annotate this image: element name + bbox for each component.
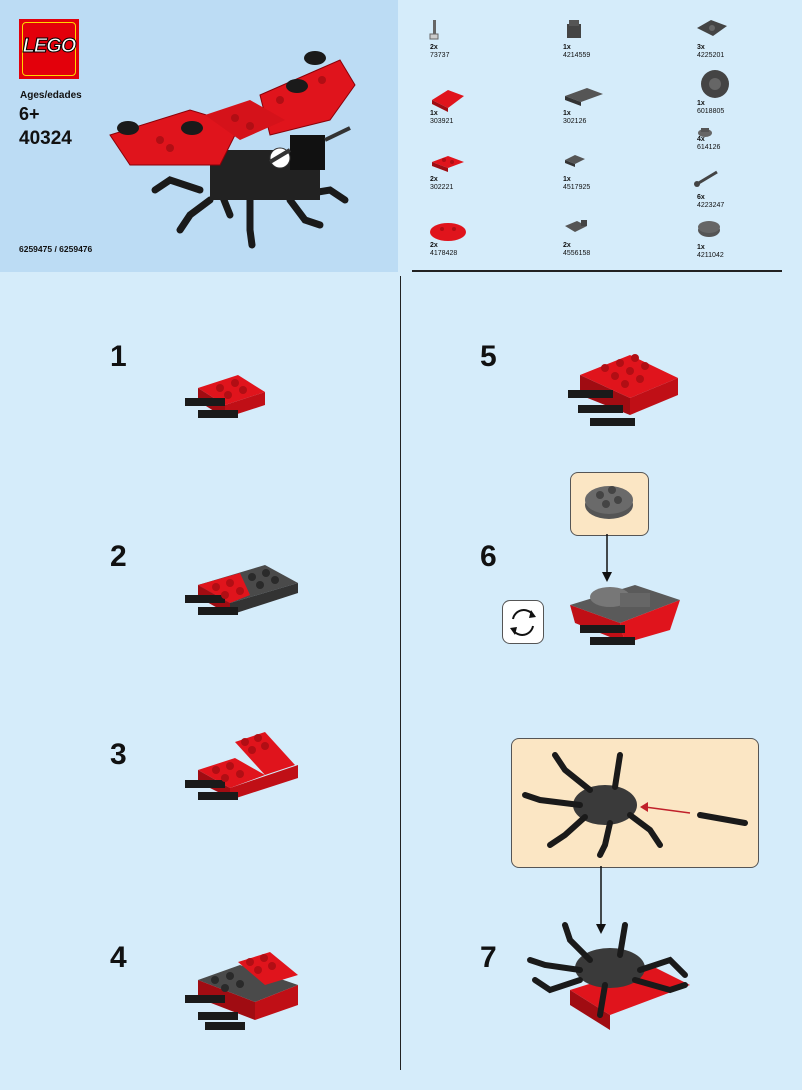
part-quantity: 1x [563, 110, 571, 117]
step-number-7: 7 [480, 941, 497, 974]
step-1-build-image [185, 375, 265, 418]
page-divider [400, 276, 401, 1070]
part-id: 4225201 [697, 52, 725, 59]
part-icon [432, 90, 464, 112]
part-icon [565, 155, 585, 167]
part-quantity: 2x [430, 44, 438, 51]
step-number-3: 3 [110, 738, 127, 771]
set-number: 40324 [19, 128, 72, 149]
step-7-build-image [527, 922, 690, 1030]
lego-logo: LEGO [19, 19, 79, 79]
part-id: 4211042 [697, 252, 724, 259]
ladybug-model-image [109, 51, 356, 249]
part-icon [432, 156, 464, 172]
part-quantity: 1x [697, 100, 705, 107]
ages-label: Ages/edades [20, 90, 82, 101]
rotate-model-icon [502, 600, 544, 644]
part-icon [698, 128, 712, 137]
step-4-build-image [185, 952, 298, 1030]
part-quantity: 1x [563, 44, 571, 51]
step-number-2: 2 [110, 540, 127, 573]
logo-text: LEGO [22, 35, 77, 58]
step-6-build-image [570, 585, 680, 645]
part-quantity: 2x [563, 242, 571, 249]
age-value: 6+ [19, 104, 40, 124]
parts-list-rule [412, 270, 782, 272]
step-5-build-image [568, 354, 678, 426]
part-id: 302126 [563, 118, 587, 125]
part-id: 4556158 [563, 250, 591, 257]
part-icon [429, 20, 439, 40]
part-icon [697, 20, 727, 36]
part-icon [565, 88, 603, 106]
part-icon [694, 170, 718, 187]
step-number-6: 6 [480, 540, 497, 573]
part-quantity: 2x [430, 176, 438, 183]
part-id: 303921 [430, 118, 454, 125]
step-6-callout-part-image [585, 486, 633, 519]
step-7-callout-legs-image [522, 752, 748, 858]
part-quantity: 3x [697, 44, 705, 51]
part-id: 302221 [430, 184, 454, 191]
part-id: 73737 [430, 52, 450, 59]
part-quantity: 1x [430, 110, 438, 117]
logo-frame [22, 22, 76, 76]
part-quantity: 2x [430, 242, 438, 249]
part-icon [565, 220, 587, 232]
part-quantity: 6x [697, 194, 705, 201]
instruction-codes: 6259475 / 6259476 [19, 244, 93, 254]
step-3-build-image [185, 732, 298, 800]
part-icon [430, 223, 466, 241]
step-7-arrow [596, 866, 606, 934]
step-number-1: 1 [110, 340, 127, 373]
step-6-arrow [602, 534, 612, 582]
step-number-5: 5 [480, 340, 497, 373]
part-id: 614126 [697, 144, 721, 151]
part-id: 6018805 [697, 108, 725, 115]
part-quantity: 1x [697, 244, 705, 251]
part-id: 4214559 [563, 52, 591, 59]
part-id: 4517925 [563, 184, 591, 191]
step-2-build-image [185, 565, 298, 615]
part-quantity: 4x [697, 136, 705, 143]
part-id: 4223247 [697, 202, 725, 209]
step-number-4: 4 [110, 941, 127, 974]
part-icon [567, 20, 581, 38]
part-icon [698, 221, 720, 237]
part-quantity: 1x [563, 176, 571, 183]
part-id: 4178428 [430, 250, 458, 257]
part-icon [701, 70, 729, 98]
